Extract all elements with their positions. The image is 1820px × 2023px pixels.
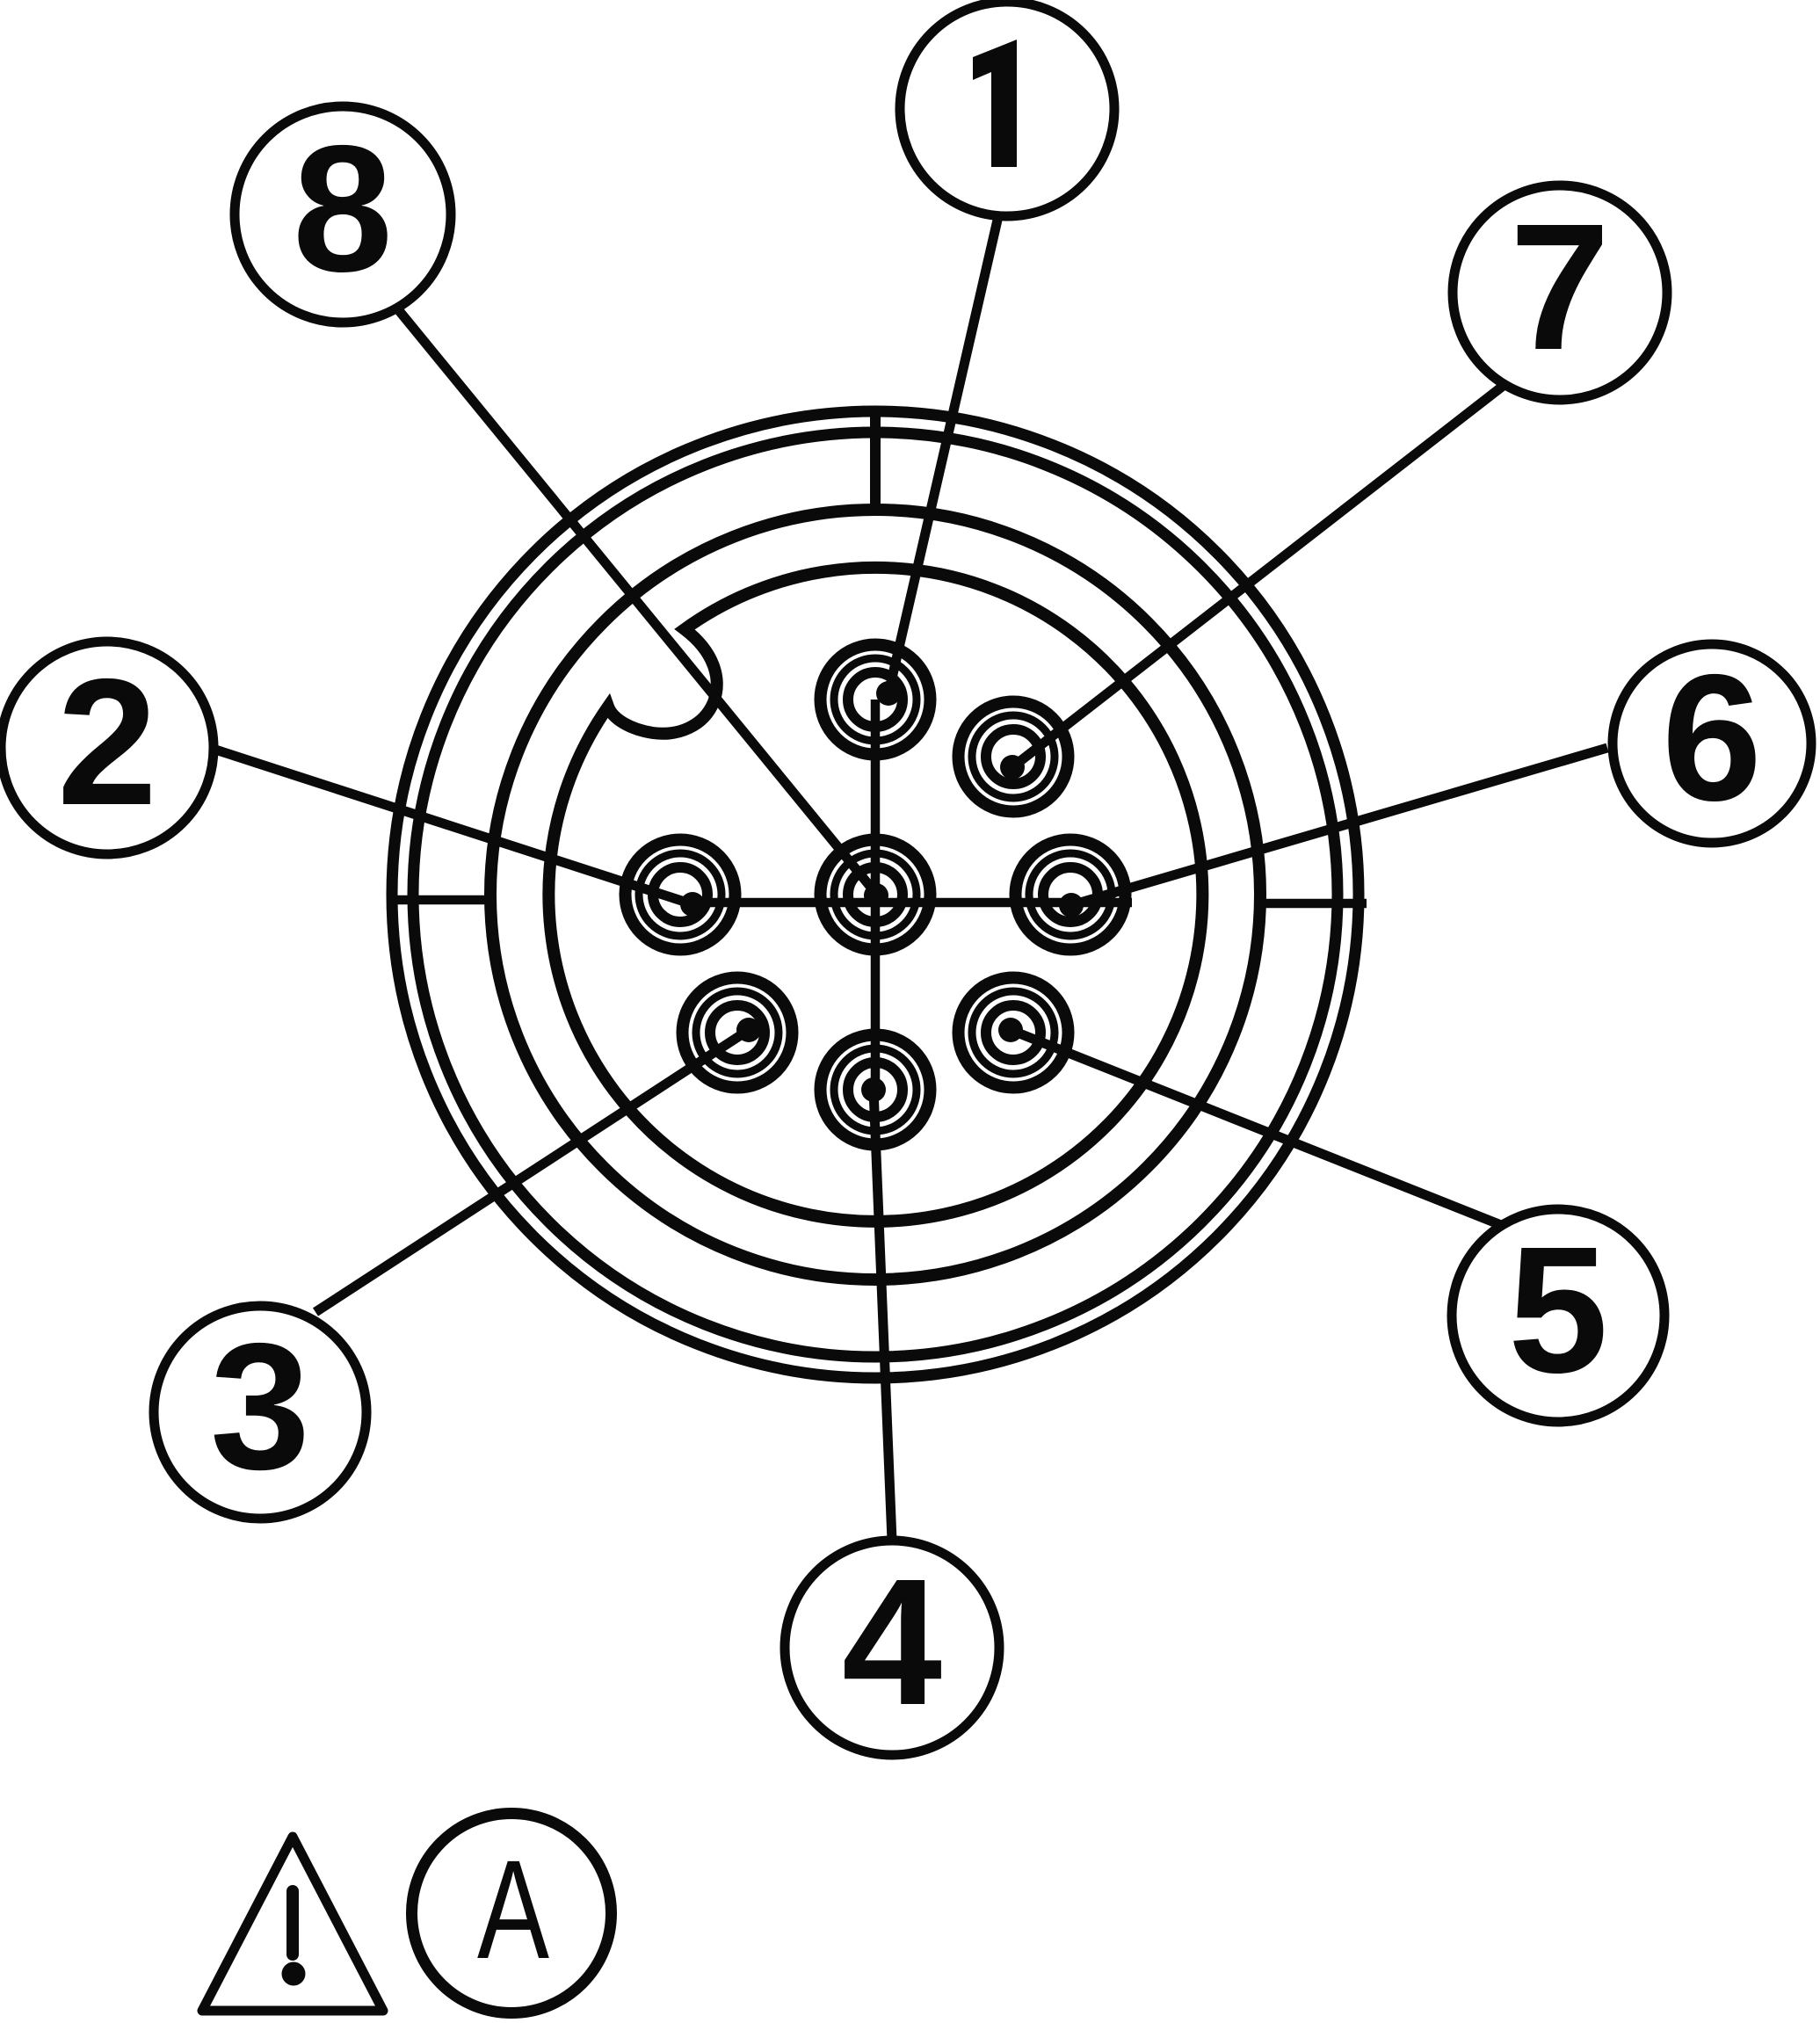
svg-text:A: A <box>477 1831 549 1988</box>
svg-text:6: 6 <box>1662 637 1762 838</box>
svg-text:8: 8 <box>293 108 393 309</box>
svg-text:3: 3 <box>210 1306 310 1507</box>
svg-text:4: 4 <box>842 1541 942 1743</box>
svg-text:7: 7 <box>1510 186 1610 388</box>
svg-text:2: 2 <box>57 642 157 843</box>
svg-text:5: 5 <box>1508 1209 1608 1410</box>
